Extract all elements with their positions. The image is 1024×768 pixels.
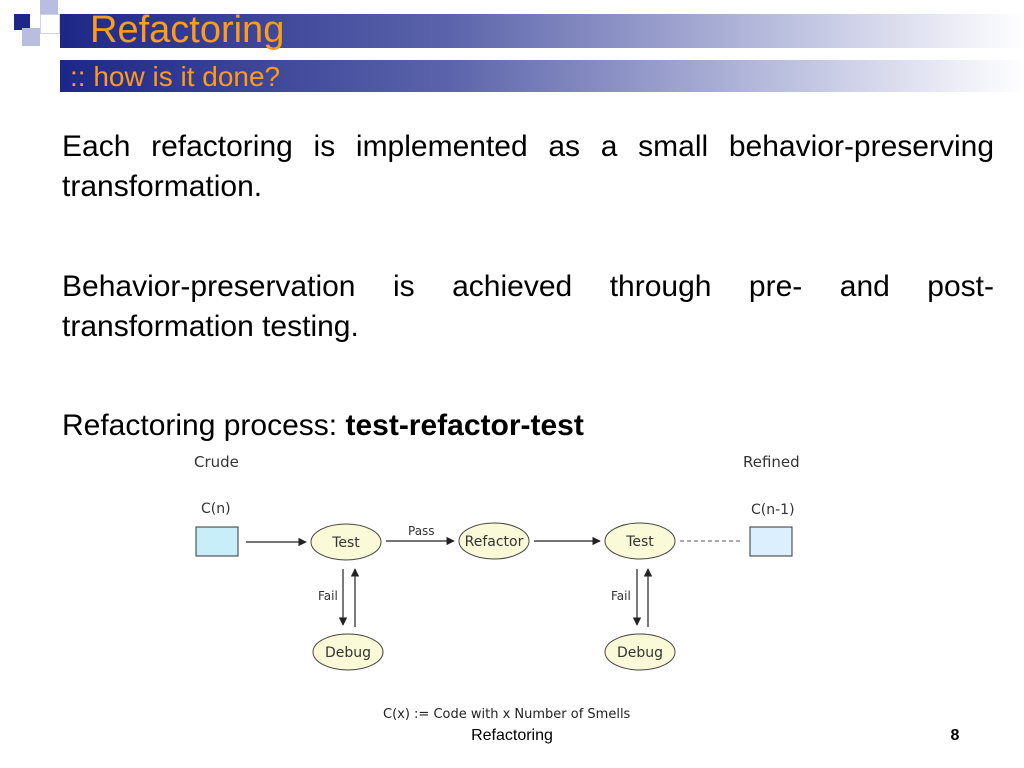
decor-square bbox=[40, 14, 60, 34]
subtitle-bar bbox=[60, 60, 1024, 92]
page-number: 8 bbox=[950, 727, 960, 744]
refactor-process-diagram: Crude Refined C(n) C(n-1) Test Refactor … bbox=[194, 453, 800, 722]
decor-square bbox=[22, 28, 40, 46]
paragraph-2: Behavior-preservation is achieved throug… bbox=[62, 270, 994, 343]
diagram-legend: C(x) := Code with x Number of Smells bbox=[383, 707, 631, 722]
debug-node-1 bbox=[312, 633, 384, 671]
test-label-1: Test bbox=[331, 535, 360, 551]
paragraph-1: Each refactoring is implemented as a sma… bbox=[62, 130, 994, 203]
output-code-box bbox=[749, 526, 793, 557]
decor-square bbox=[14, 14, 30, 30]
title-bar bbox=[60, 14, 1024, 48]
test-node-2 bbox=[604, 522, 676, 560]
debug-node-2 bbox=[604, 633, 676, 671]
debug-label-1: Debug bbox=[325, 645, 371, 661]
refactor-node bbox=[458, 522, 530, 560]
pass-label: Pass bbox=[408, 524, 435, 538]
debug-label-2: Debug bbox=[617, 645, 663, 661]
slide-subtitle: :: how is it done? bbox=[70, 61, 281, 92]
paragraph-3-bold: test-refactor-test bbox=[345, 409, 584, 442]
crude-label: Crude bbox=[194, 453, 239, 471]
slide-title: Refactoring bbox=[90, 9, 285, 51]
fail-label-1: Fail bbox=[318, 589, 338, 603]
test-label-2: Test bbox=[625, 534, 654, 550]
fail-label-2: Fail bbox=[611, 589, 631, 603]
paragraph-3: Refactoring process: test-refactor-test bbox=[62, 406, 994, 446]
output-label: C(n-1) bbox=[751, 502, 795, 518]
decor-square bbox=[40, 0, 58, 14]
input-label: C(n) bbox=[201, 501, 231, 517]
input-code-box bbox=[195, 526, 239, 557]
refactor-label: Refactor bbox=[465, 534, 524, 550]
test-node-1 bbox=[310, 523, 382, 561]
footer-title: Refactoring bbox=[471, 727, 553, 744]
refined-label: Refined bbox=[743, 453, 800, 471]
paragraph-3-prefix: Refactoring process: bbox=[62, 409, 346, 442]
